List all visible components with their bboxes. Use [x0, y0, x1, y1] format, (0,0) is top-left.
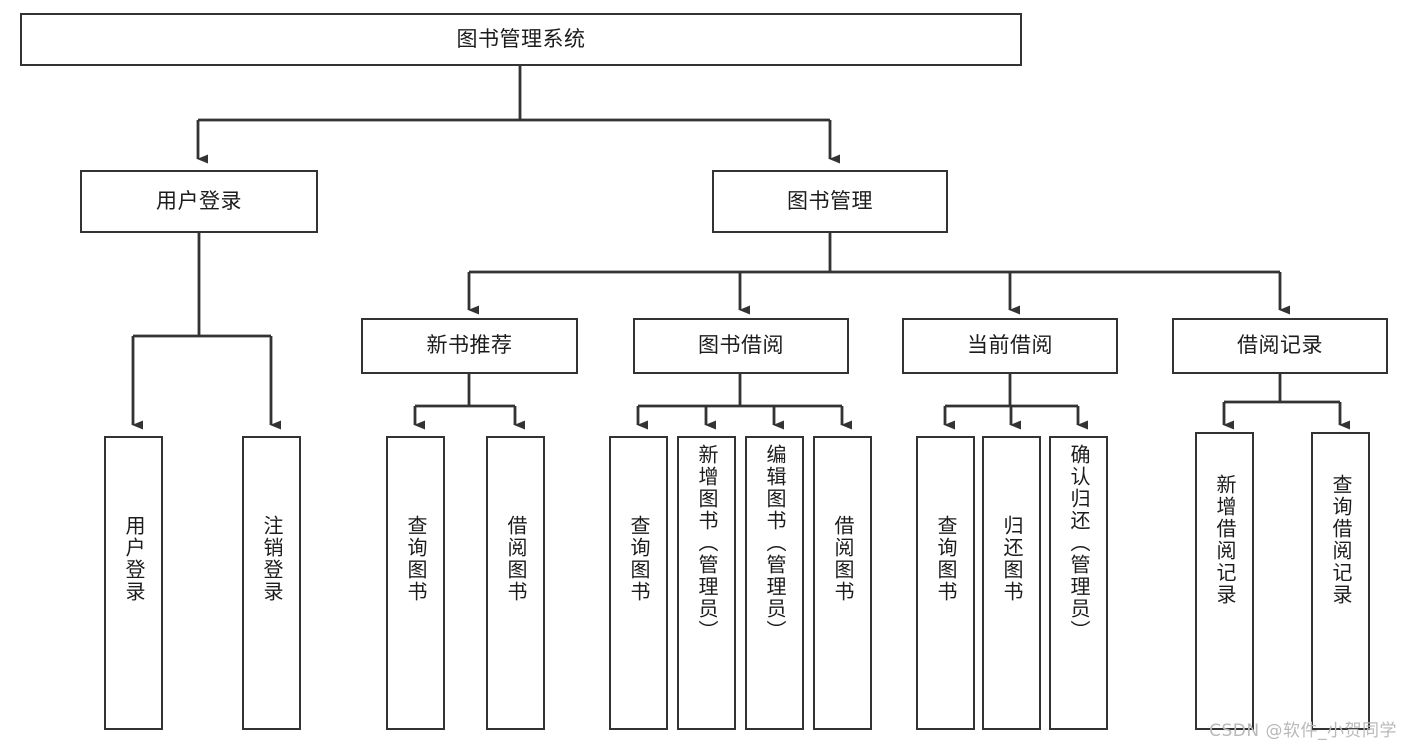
leaf-query-book-3-label: 查询图书: [934, 515, 958, 603]
leaf-query-book-2-label: 查询图书: [627, 515, 651, 603]
leaf-add-record[interactable]: 新增借阅记录: [1195, 432, 1254, 730]
node-new-book-rec[interactable]: 新书推荐: [361, 318, 578, 374]
leaf-edit-book-label: 编辑图书（管理员）: [763, 444, 787, 642]
leaf-return-book[interactable]: 归还图书: [982, 436, 1041, 730]
leaf-add-record-label: 新增借阅记录: [1213, 474, 1237, 606]
leaf-query-book-2[interactable]: 查询图书: [609, 436, 668, 730]
node-current-borrow-label: 当前借阅: [967, 333, 1053, 358]
node-root-label: 图书管理系统: [456, 26, 586, 51]
leaf-borrow-book-1-label: 借阅图书: [504, 515, 528, 603]
node-borrow-record-label: 借阅记录: [1237, 333, 1323, 358]
leaf-query-book-1[interactable]: 查询图书: [386, 436, 445, 730]
node-book-borrow-label: 图书借阅: [698, 333, 784, 358]
leaf-query-record[interactable]: 查询借阅记录: [1311, 432, 1370, 730]
leaf-edit-book[interactable]: 编辑图书（管理员）: [745, 436, 804, 730]
leaf-query-book-3[interactable]: 查询图书: [916, 436, 975, 730]
node-user-login-label: 用户登录: [156, 188, 242, 213]
leaf-query-book-1-label: 查询图书: [404, 515, 428, 603]
leaf-query-record-label: 查询借阅记录: [1329, 474, 1353, 606]
leaf-user-logout-label: 注销登录: [260, 515, 284, 603]
node-borrow-record[interactable]: 借阅记录: [1172, 318, 1388, 374]
node-new-book-rec-label: 新书推荐: [426, 333, 513, 358]
leaf-confirm-return[interactable]: 确认归还（管理员）: [1049, 436, 1108, 730]
leaf-user-login-label: 用户登录: [122, 515, 146, 603]
node-book-borrow[interactable]: 图书借阅: [633, 318, 849, 374]
node-root[interactable]: 图书管理系统: [20, 13, 1022, 66]
node-book-manage[interactable]: 图书管理: [712, 170, 948, 233]
leaf-return-book-label: 归还图书: [1000, 515, 1024, 603]
leaf-borrow-book-1[interactable]: 借阅图书: [486, 436, 545, 730]
leaf-confirm-return-label: 确认归还（管理员）: [1067, 444, 1091, 642]
node-book-manage-label: 图书管理: [787, 188, 873, 213]
leaf-add-book[interactable]: 新增图书（管理员）: [677, 436, 736, 730]
leaf-borrow-book-2-label: 借阅图书: [831, 515, 855, 603]
leaf-user-logout[interactable]: 注销登录: [242, 436, 301, 730]
node-user-login[interactable]: 用户登录: [80, 170, 318, 233]
node-current-borrow[interactable]: 当前借阅: [902, 318, 1118, 374]
leaf-add-book-label: 新增图书（管理员）: [695, 444, 719, 642]
csdn-watermark: CSDN @软件_小贺同学: [1209, 721, 1397, 741]
leaf-user-login[interactable]: 用户登录: [104, 436, 163, 730]
leaf-borrow-book-2[interactable]: 借阅图书: [813, 436, 872, 730]
